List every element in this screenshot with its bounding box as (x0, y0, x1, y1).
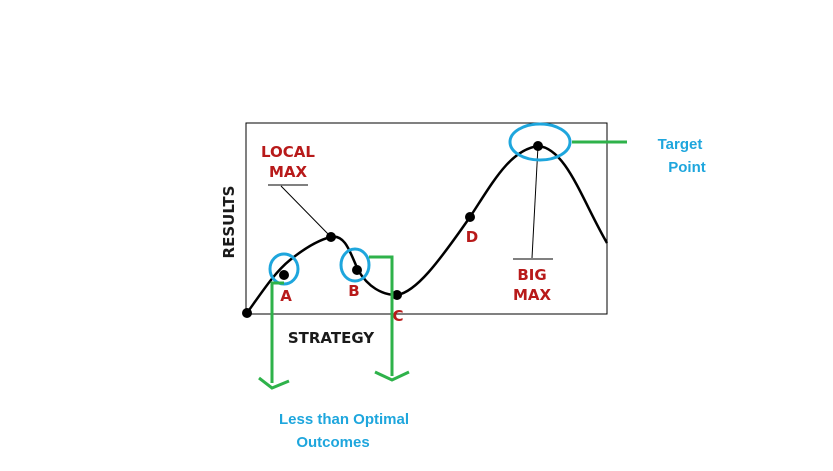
big-max-label-line2: MAX (513, 286, 552, 304)
x-axis-label: STRATEGY (288, 329, 375, 347)
target-point-label-line1: Target (658, 136, 703, 153)
point-d-label: D (466, 228, 478, 246)
point-big-max (533, 141, 543, 151)
point-b (352, 265, 362, 275)
y-axis-label: RESULTS (220, 186, 238, 259)
point-d (465, 212, 475, 222)
point-b-label: B (348, 282, 359, 300)
highlight-point-b (339, 247, 371, 283)
point-c-label: C (392, 307, 403, 325)
point-c (392, 290, 402, 300)
target-point-label-line2: Point (668, 159, 706, 176)
highlight-target-point (508, 122, 572, 162)
arrow-b-shaft (369, 255, 394, 376)
local-max-label-line1: LOCAL (261, 143, 315, 161)
arrow-b-head (374, 370, 410, 382)
plot-frame (245, 122, 608, 315)
point-a-label: A (280, 287, 292, 305)
less-than-optimal-label-line1: Less than Optimal (279, 411, 409, 428)
local-max-label-line2: MAX (269, 163, 308, 181)
arrow-a-shaft (270, 281, 284, 383)
arrow-a-head (258, 376, 290, 390)
local-max-leader (280, 185, 332, 238)
big-max-leader (531, 145, 539, 259)
point-local-max (326, 232, 336, 242)
big-max-label-line1: BIG (517, 266, 546, 284)
point-a (279, 270, 289, 280)
point-start (242, 308, 252, 318)
less-than-optimal-label-line2: Outcomes (296, 434, 369, 451)
